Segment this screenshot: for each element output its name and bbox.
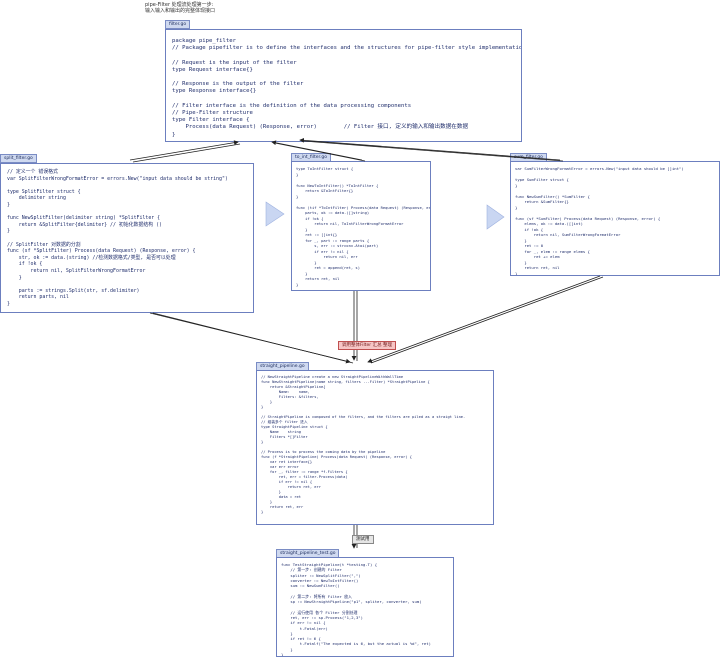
- sum-to-pipeline-line-2: [370, 276, 604, 364]
- split-to-filter-line-2: [132, 143, 241, 163]
- header-note: pipe-Filter 处理流处理第一步: 输入输入和输出的完整体现接口: [145, 2, 216, 14]
- combine-label: 调用整体Filter 汇总 整理: [338, 341, 397, 350]
- straight-pipeline-test-code-panel: func TestStraightPipeline(t *testing.T) …: [276, 557, 454, 657]
- split-to-pipeline-line-2: [152, 312, 354, 364]
- filter-code-panel: package pipe_filter // Package pipefilte…: [165, 29, 522, 142]
- filter-code: package pipe_filter // Package pipefilte…: [172, 38, 522, 138]
- sum-to-filter-line-2: [302, 140, 564, 162]
- straight-pipeline-code: // NewStraightPipeline create a new Stra…: [261, 375, 466, 514]
- flow-arrow-2: [486, 204, 505, 230]
- tab-split-filter-go[interactable]: split_filter.go: [0, 154, 37, 163]
- sum-filter-code-panel: var SumFilterWrongFormatError = errors.N…: [510, 161, 720, 276]
- tab-filter-go[interactable]: filter.go: [165, 20, 191, 29]
- toint-to-filter-line-2: [274, 142, 366, 162]
- sum-to-pipeline-line: [367, 275, 601, 363]
- split-to-filter-line: [129, 140, 239, 161]
- straight-pipeline-code-panel: // NewStraightPipeline create a new Stra…: [256, 370, 494, 525]
- sum-to-filter-line: [299, 137, 561, 161]
- split-filter-code: // 定义一个 错误格式 var SplitFilterWrongFormatE…: [7, 169, 228, 307]
- split-filter-code-panel: // 定义一个 错误格式 var SplitFilterWrongFormatE…: [0, 163, 254, 313]
- to-int-filter-code: type ToIntFilter struct { } func NewToIn…: [296, 166, 431, 287]
- straight-pipeline-test-code: func TestStraightPipeline(t *testing.T) …: [281, 562, 431, 657]
- sum-filter-code: var SumFilterWrongFormatError = errors.N…: [515, 166, 684, 276]
- flow-arrow-1: [265, 201, 285, 227]
- to-int-filter-code-panel: type ToIntFilter struct { } func NewToIn…: [291, 161, 431, 291]
- test-label: 测试用: [352, 535, 374, 544]
